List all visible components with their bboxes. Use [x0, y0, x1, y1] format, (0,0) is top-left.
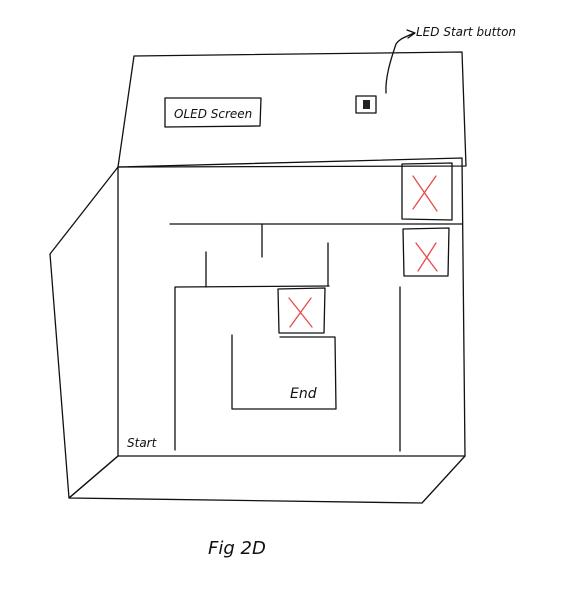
- x-mark-icon: [415, 242, 438, 272]
- maze-walls: [169, 223, 463, 452]
- led-button-fill: [363, 100, 370, 109]
- led-start-button-label: LED Start button: [416, 25, 516, 39]
- led-start-button: LED Start button: [355, 25, 516, 114]
- oled-screen-frame: [164, 97, 262, 128]
- base-front: [68, 455, 466, 504]
- panel-outline: [117, 51, 467, 168]
- inner-maze-wall: [231, 334, 337, 410]
- x-mark-icon: [412, 175, 438, 212]
- obstacle-3: [277, 287, 326, 334]
- outer-maze-wall: [174, 285, 330, 451]
- oled-screen: OLED Screen: [164, 97, 262, 128]
- front-face: [117, 157, 466, 457]
- maze-box: [49, 157, 466, 504]
- callout-arrowhead: [406, 29, 416, 39]
- led-button-icon: [355, 95, 377, 114]
- callout-arrow-icon: [385, 32, 415, 94]
- end-label: End: [290, 386, 317, 402]
- figure-caption: Fig 2D: [208, 538, 266, 559]
- obstacle-frame: [401, 162, 453, 221]
- oled-screen-label: OLED Screen: [174, 107, 252, 121]
- obstacle-1: [401, 162, 453, 221]
- control-panel: [117, 51, 467, 168]
- x-mark-icon: [288, 297, 313, 328]
- obstacle-2: [402, 227, 450, 277]
- start-label: Start: [127, 436, 158, 450]
- box-outline: [49, 166, 119, 499]
- obstacle-frame: [402, 227, 450, 277]
- obstacle-frame: [277, 287, 326, 334]
